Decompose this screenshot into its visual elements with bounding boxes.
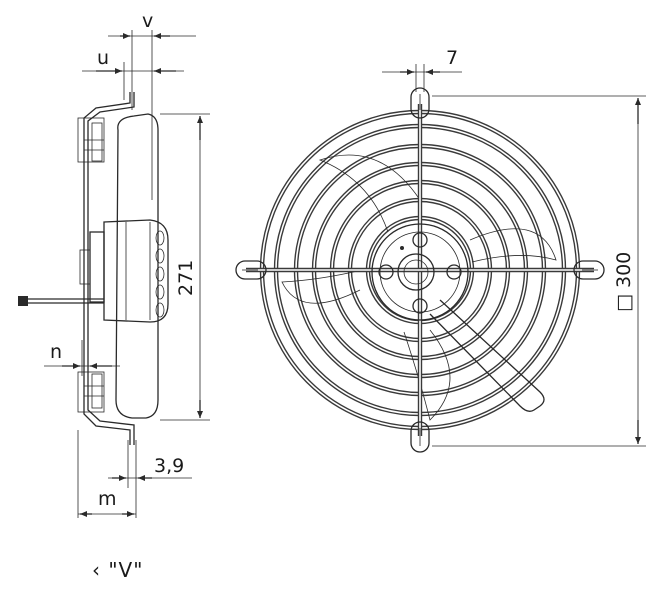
front-view: 7 □ 300 <box>235 47 646 453</box>
power-cable-front <box>429 299 545 412</box>
dimension-label-7: 7 <box>446 47 458 69</box>
mounting-tabs <box>235 87 605 453</box>
fan-blade-side <box>115 113 159 419</box>
dimension-label-v: v <box>142 10 153 32</box>
dimension-label-300: □ 300 <box>613 252 635 312</box>
guard-cross-bars <box>246 104 594 436</box>
dimension-label-n: n <box>50 341 62 363</box>
screw-icon <box>378 264 394 280</box>
power-cable <box>18 296 104 306</box>
dimension-label-u: u <box>97 47 109 69</box>
motor-hub-front <box>371 223 469 321</box>
dimension-label-3-9: 3,9 <box>154 455 184 477</box>
dimension-label-271: 271 <box>175 260 197 296</box>
screw-icon <box>412 298 428 314</box>
dimension-label-m: m <box>98 488 117 510</box>
motor-hub-side <box>103 219 169 323</box>
motor-cooling-fins <box>155 230 165 318</box>
side-view: v u <box>18 10 210 518</box>
view-direction-label: ‹ "V" <box>92 558 144 582</box>
mounting-bracket <box>83 92 131 445</box>
screw-icon <box>446 264 462 280</box>
fan-blades-front <box>281 154 557 421</box>
screw-icon <box>412 232 428 248</box>
